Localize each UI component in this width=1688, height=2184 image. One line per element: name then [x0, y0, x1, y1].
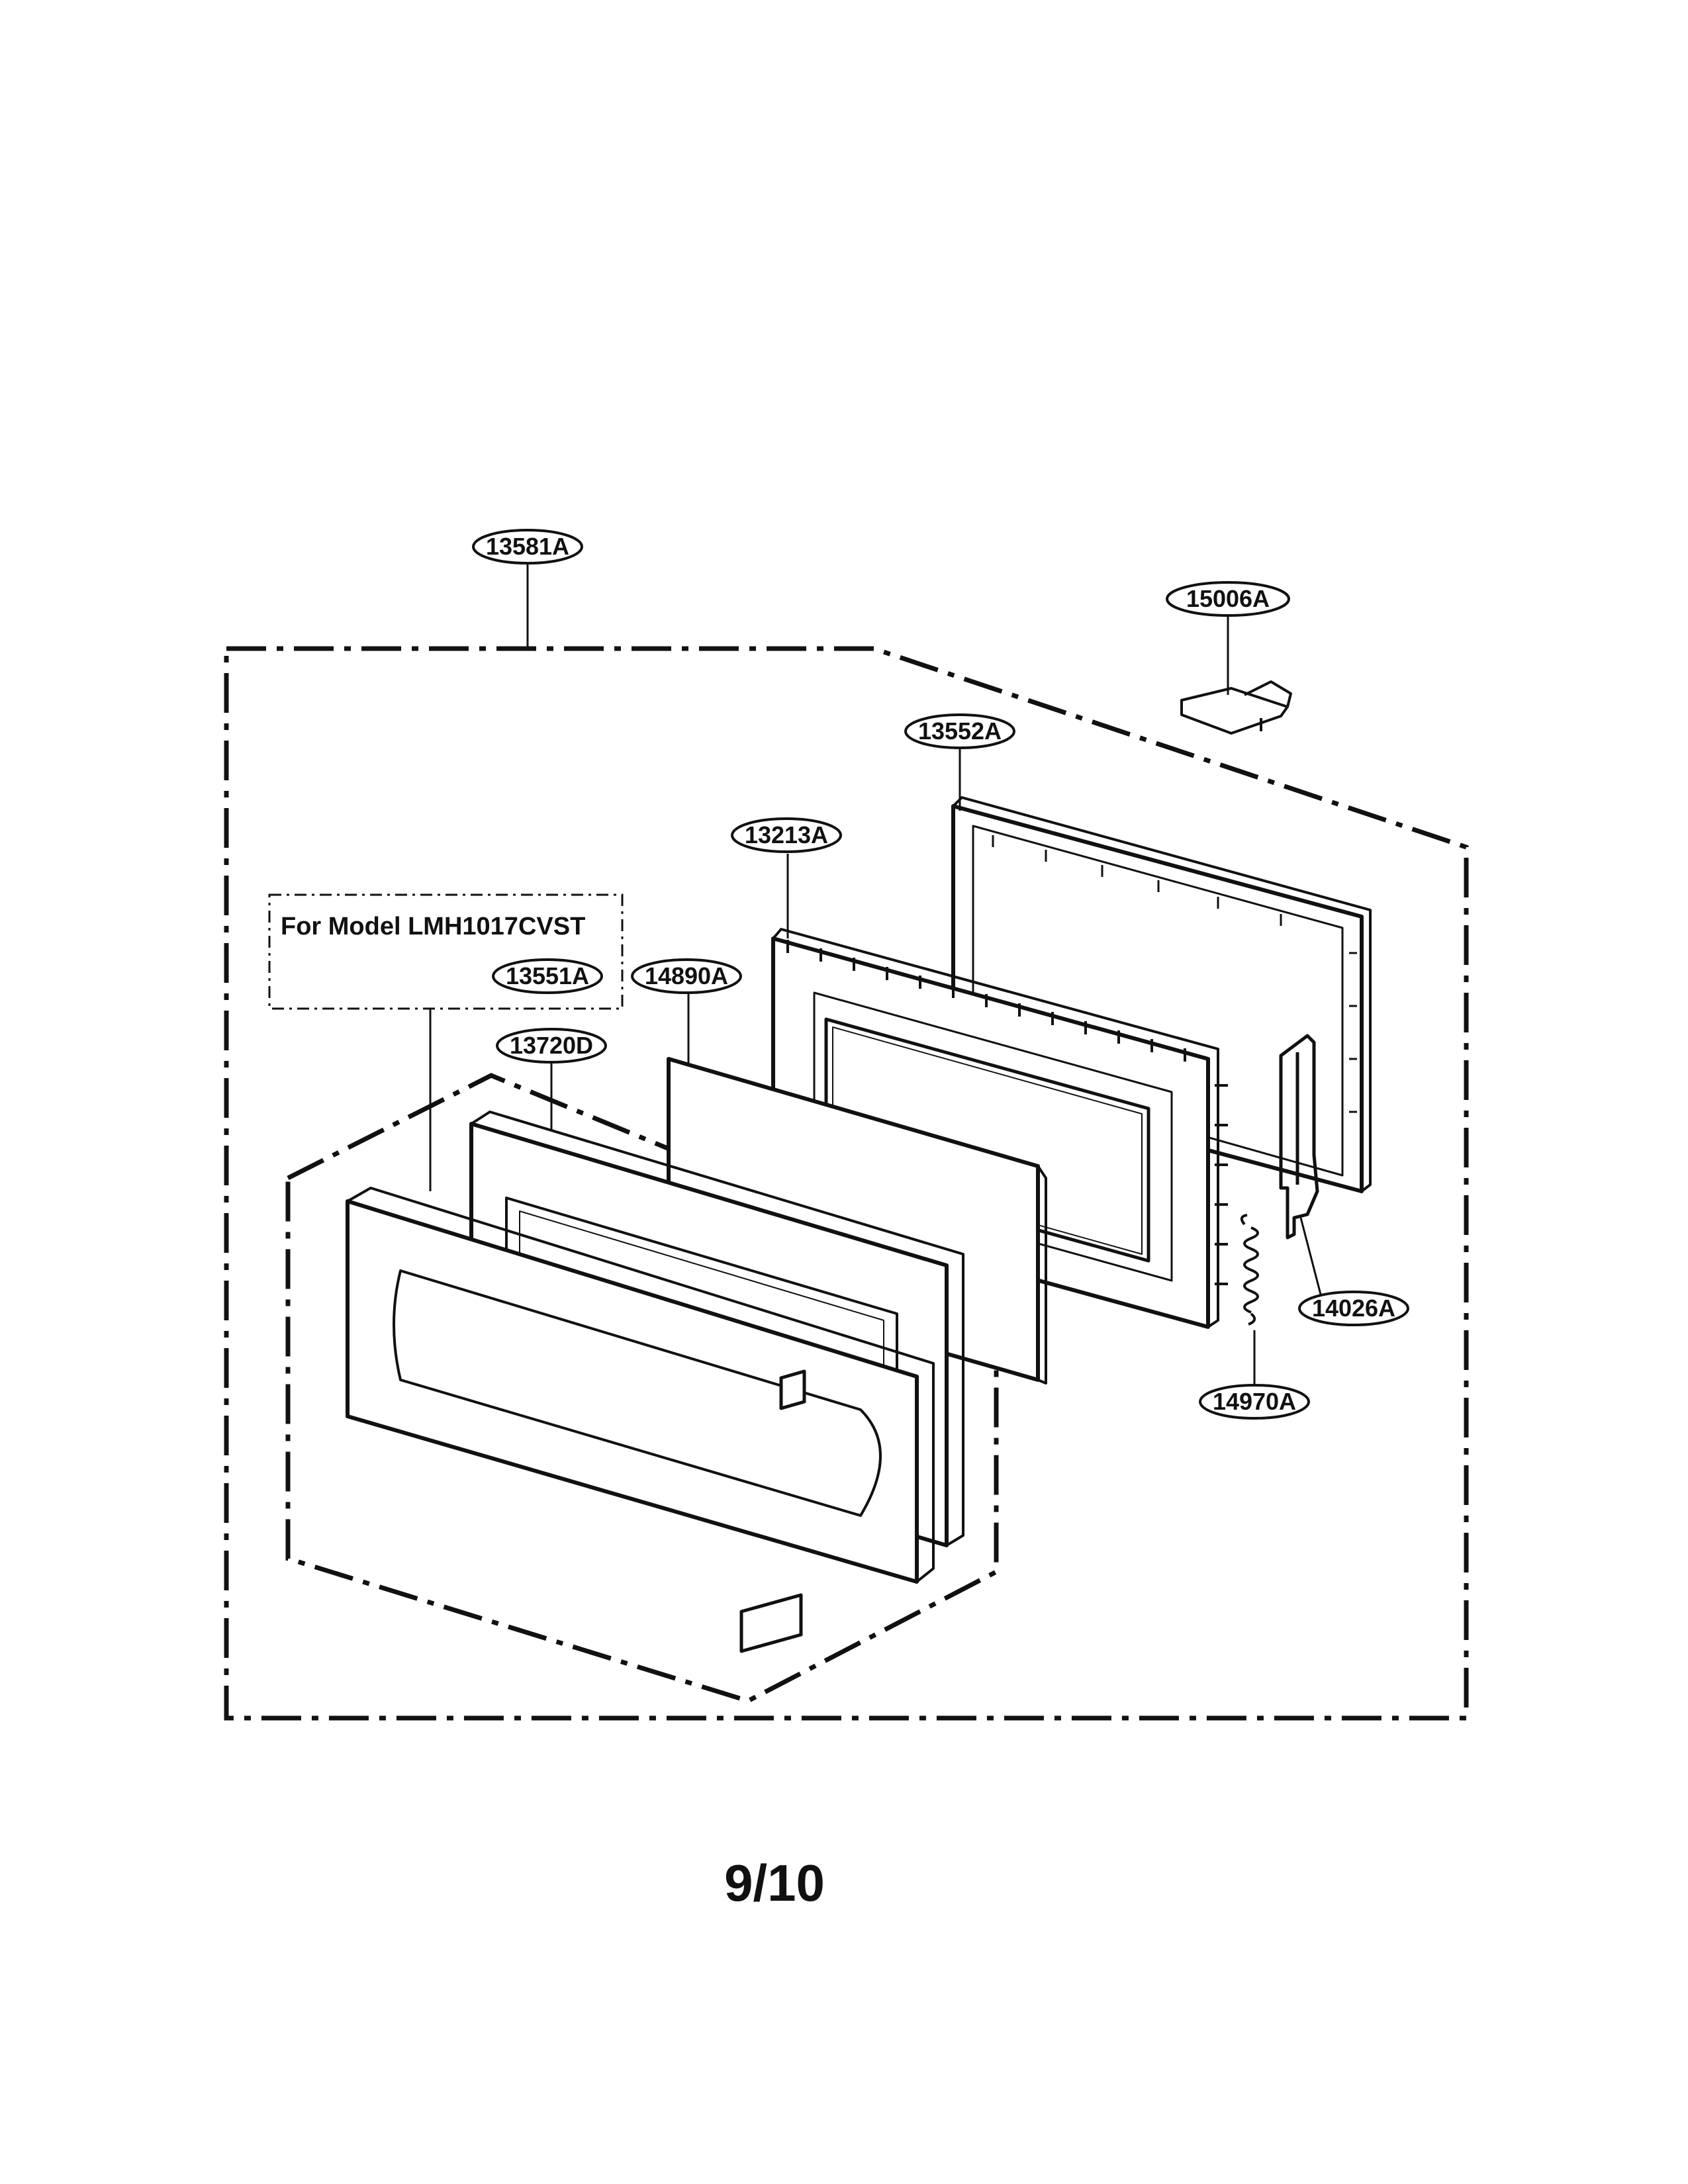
svg-text:13213A: 13213A [745, 821, 828, 848]
model-note-box [268, 893, 624, 1010]
callout-13551a: 13551A [492, 958, 603, 994]
svg-text:15006A: 15006A [1186, 585, 1270, 612]
callout-15006a: 15006A [1166, 581, 1290, 617]
model-note-text: For Model LMH1017CVST [281, 913, 585, 940]
svg-text:14026A: 14026A [1312, 1295, 1395, 1322]
callout-14890a: 14890A [631, 958, 742, 994]
subassembly-boundary-13720d [285, 1073, 999, 1704]
svg-text:13720D: 13720D [510, 1032, 593, 1059]
callout-13581a: 13581A [472, 529, 583, 565]
callout-14970a: 14970A [1199, 1384, 1310, 1420]
svg-text:14970A: 14970A [1213, 1388, 1296, 1415]
callout-14026a: 14026A [1298, 1291, 1409, 1326]
svg-text:13552A: 13552A [918, 717, 1002, 745]
callout-13552a: 13552A [904, 713, 1015, 749]
part-15006a-clip [1180, 680, 1292, 735]
callout-13213a: 13213A [731, 817, 842, 853]
assembly-boundary-13581a [224, 646, 1469, 1721]
svg-text:14890A: 14890A [645, 962, 728, 989]
part-14026a-latch [1279, 1034, 1319, 1240]
part-14970a-spring [1240, 1214, 1259, 1326]
page-number: 9/10 [724, 1854, 825, 1912]
svg-text:13551A: 13551A [506, 962, 589, 989]
part-13551a-front-panel [346, 1187, 935, 1653]
callout-13720d: 13720D [496, 1028, 607, 1064]
svg-text:13581A: 13581A [486, 533, 569, 560]
